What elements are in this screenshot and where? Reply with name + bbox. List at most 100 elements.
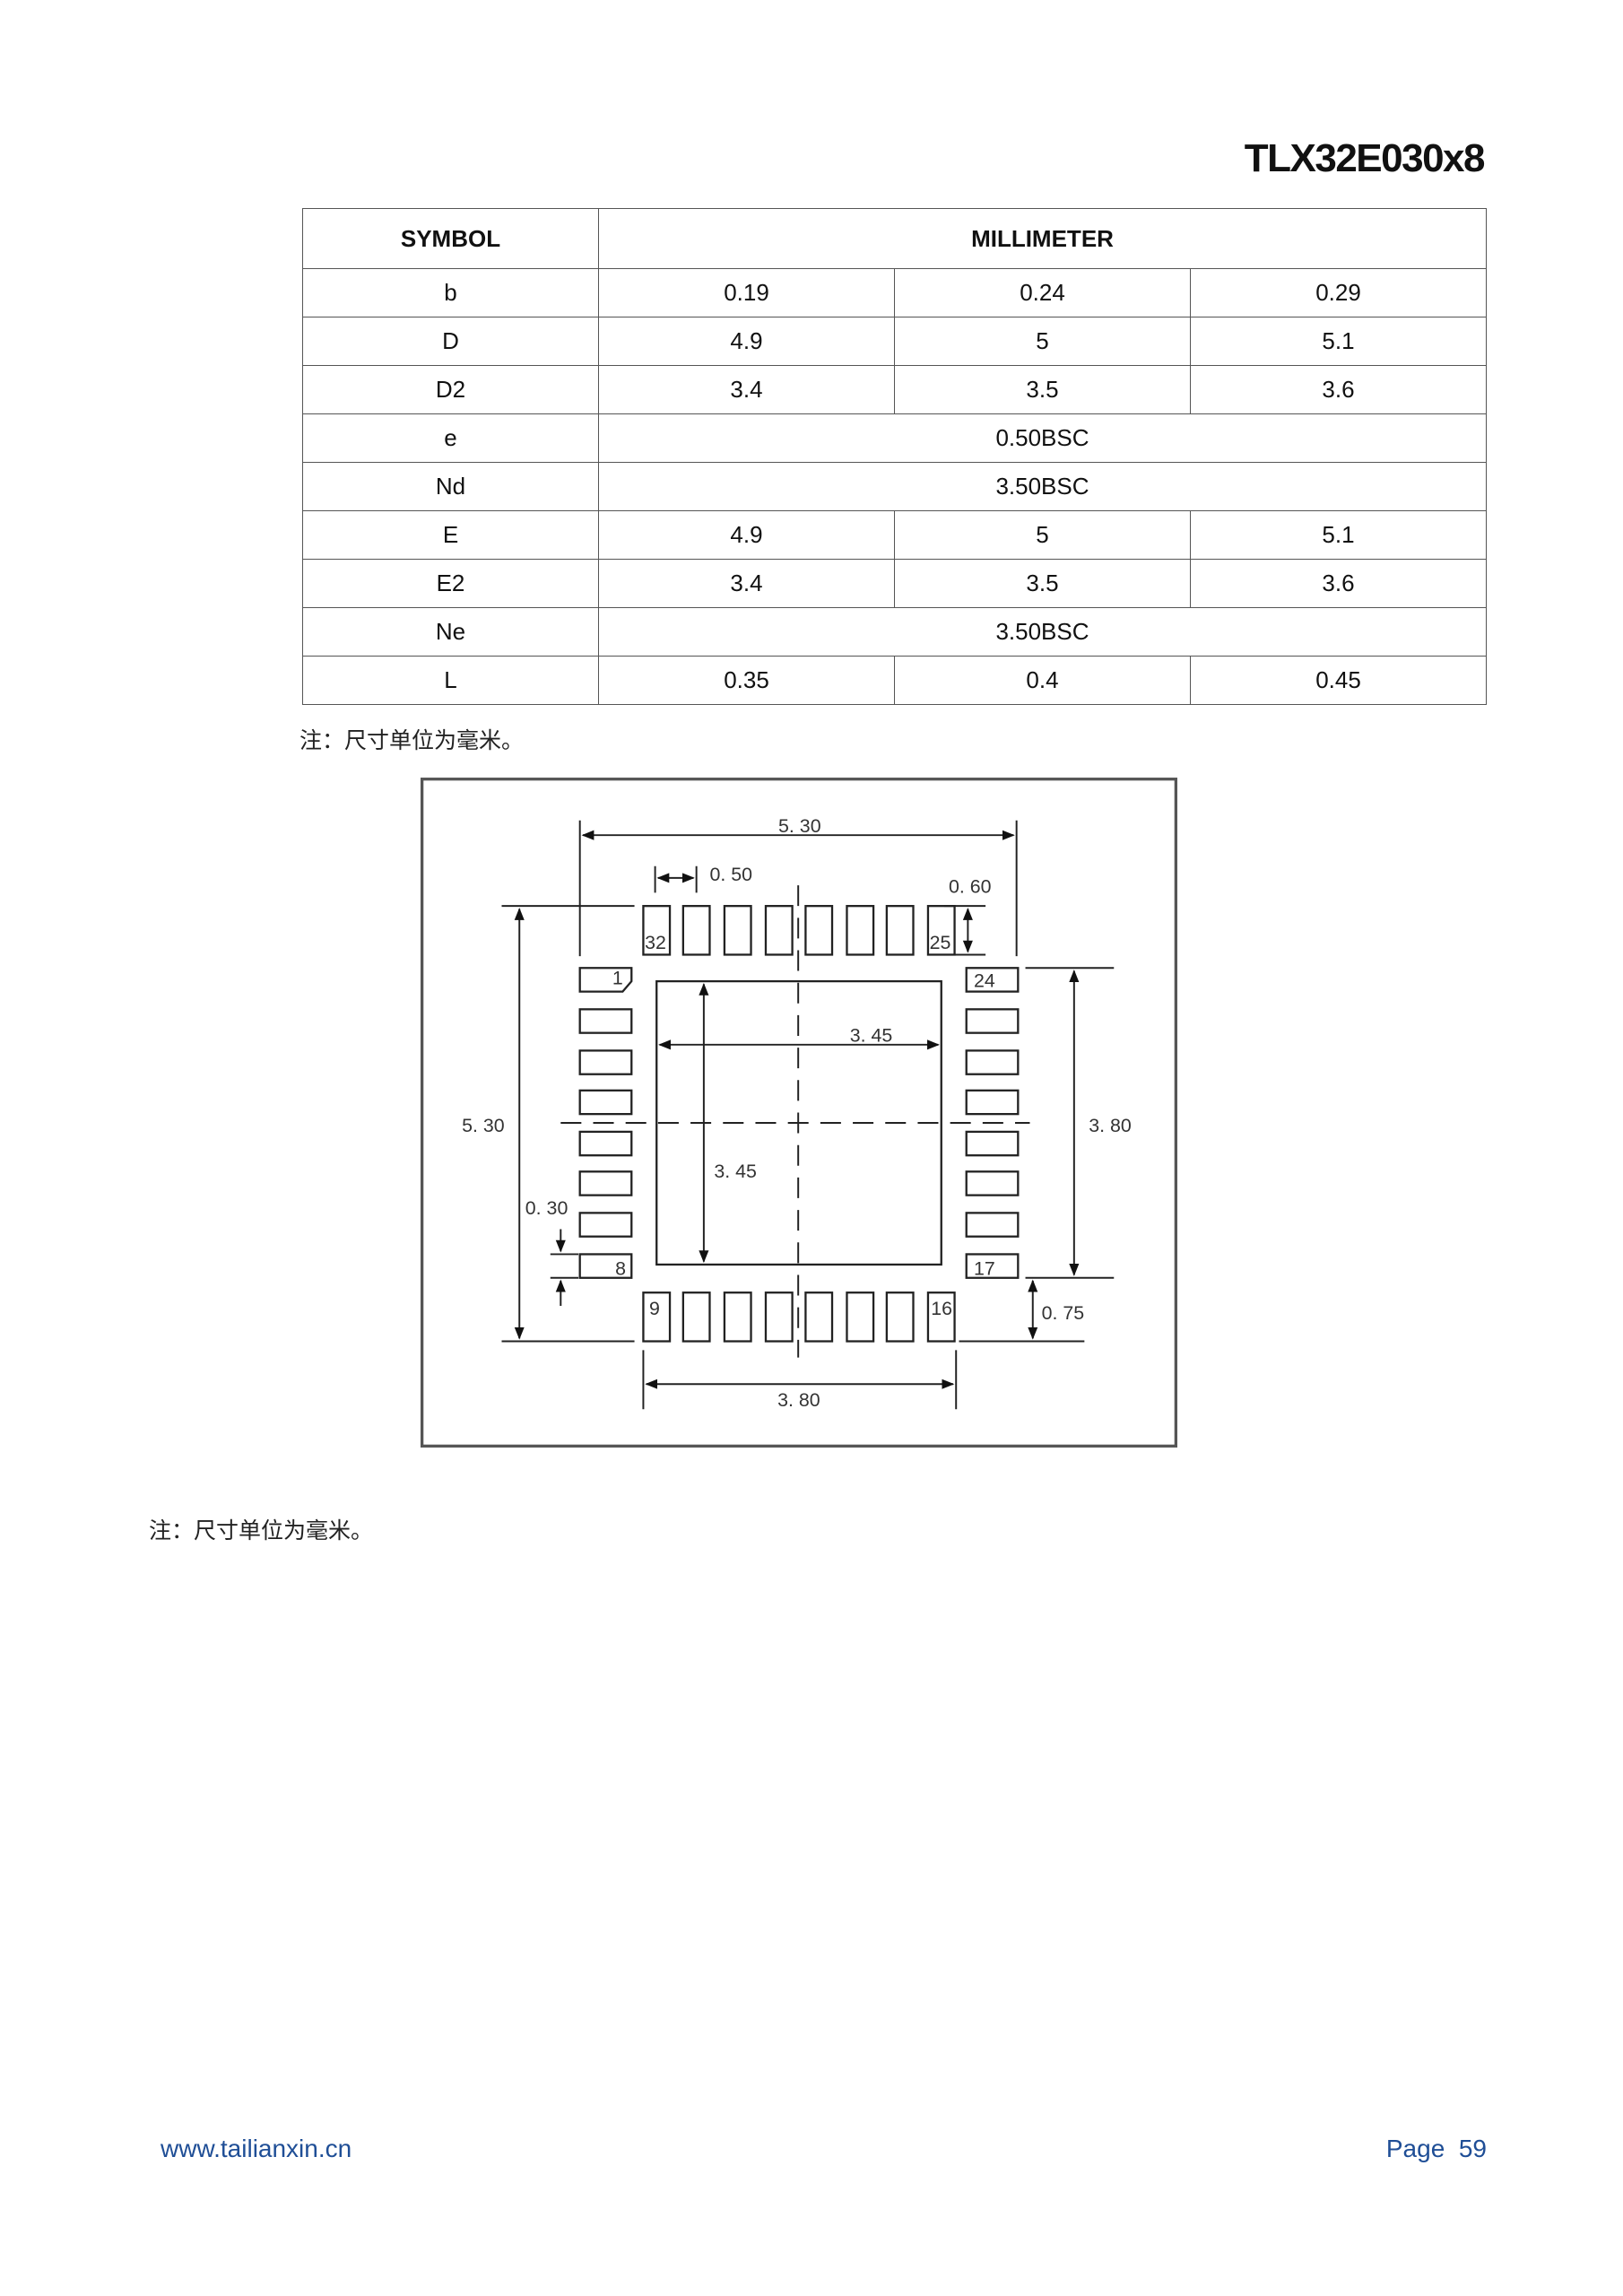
pin-label-24: 24 bbox=[974, 970, 995, 992]
label-pitch: 0. 50 bbox=[709, 864, 752, 885]
value-cell: 0.50BSC bbox=[598, 413, 1487, 463]
pad-right bbox=[965, 1253, 1020, 1279]
pad-bottom bbox=[885, 1292, 915, 1343]
pad-right bbox=[965, 1130, 1020, 1157]
pad-pin1 bbox=[578, 967, 633, 993]
label-left-height: 5. 30 bbox=[462, 1115, 505, 1136]
pad-right bbox=[965, 1170, 1020, 1196]
pin-label-1: 1 bbox=[612, 967, 623, 988]
pad-left bbox=[578, 1089, 633, 1116]
page-number: 59 bbox=[1458, 2135, 1487, 2162]
land-pattern-diagram: 5. 30 0. 50 0. 60 3. 45 3. 45 5. 30 3. 8… bbox=[421, 778, 1177, 1448]
pad-left bbox=[578, 1212, 633, 1238]
exposed-pad bbox=[655, 979, 942, 1266]
value-cell: 0.45 bbox=[1190, 656, 1487, 705]
table-header-row: SYMBOL MILLIMETER bbox=[302, 208, 1487, 269]
pad-top bbox=[926, 905, 956, 956]
document-title: TLX32E030x8 bbox=[1244, 136, 1486, 180]
header-millimeter: MILLIMETER bbox=[598, 208, 1487, 269]
pad-top bbox=[723, 905, 752, 956]
value-cell: 5.1 bbox=[1190, 317, 1487, 366]
diagram-note: 注：尺寸单位为毫米。 bbox=[149, 1518, 374, 1544]
value-cell: 3.6 bbox=[1190, 559, 1487, 608]
value-cell: 3.5 bbox=[894, 559, 1191, 608]
label-offset: 0. 75 bbox=[1042, 1302, 1085, 1324]
value-cell: 0.35 bbox=[598, 656, 895, 705]
pin-label-8: 8 bbox=[615, 1257, 626, 1279]
symbol-cell: L bbox=[302, 656, 599, 705]
pad-top bbox=[804, 905, 834, 956]
value-cell: 5 bbox=[894, 510, 1191, 560]
pad-right bbox=[965, 1089, 1020, 1116]
value-cell: 5 bbox=[894, 317, 1191, 366]
value-cell: 3.6 bbox=[1190, 365, 1487, 414]
pad-right bbox=[965, 967, 1020, 993]
value-cell: 3.5 bbox=[894, 365, 1191, 414]
value-cell: 0.24 bbox=[894, 268, 1191, 317]
label-pad-width: 3. 45 bbox=[850, 1025, 893, 1047]
value-cell: 5.1 bbox=[1190, 510, 1487, 560]
pad-bottom bbox=[723, 1292, 752, 1343]
value-cell: 3.50BSC bbox=[598, 607, 1487, 657]
value-cell: 0.29 bbox=[1190, 268, 1487, 317]
table-note: 注：尺寸单位为毫米。 bbox=[299, 727, 525, 753]
value-cell: 0.4 bbox=[894, 656, 1191, 705]
symbol-cell: Ne bbox=[302, 607, 599, 657]
pad-left bbox=[578, 1253, 633, 1279]
header-symbol: SYMBOL bbox=[302, 208, 599, 269]
label-top-width: 5. 30 bbox=[778, 815, 821, 837]
website-link[interactable]: www.tailianxin.cn bbox=[161, 2135, 352, 2162]
pad-top bbox=[885, 905, 915, 956]
pad-bottom bbox=[764, 1292, 794, 1343]
label-bottom-span: 3. 80 bbox=[777, 1389, 820, 1411]
value-cell: 3.4 bbox=[598, 559, 895, 608]
label-pad-length: 0. 60 bbox=[949, 875, 992, 897]
pad-left bbox=[578, 1049, 633, 1075]
pad-left bbox=[578, 1130, 633, 1157]
pin-label-17: 17 bbox=[974, 1257, 995, 1279]
pad-top bbox=[764, 905, 794, 956]
symbol-cell: D2 bbox=[302, 365, 599, 414]
value-cell: 4.9 bbox=[598, 510, 895, 560]
pad-left bbox=[578, 1170, 633, 1196]
diagram-frame bbox=[421, 778, 1177, 1448]
symbol-cell: D bbox=[302, 317, 599, 366]
value-cell: 0.19 bbox=[598, 268, 895, 317]
pin-label-25: 25 bbox=[930, 932, 951, 953]
value-cell: 3.4 bbox=[598, 365, 895, 414]
symbol-cell: e bbox=[302, 413, 599, 463]
pin-label-32: 32 bbox=[645, 932, 666, 953]
symbol-cell: E2 bbox=[302, 559, 599, 608]
value-cell: 4.9 bbox=[598, 317, 895, 366]
pad-right bbox=[965, 1049, 1020, 1075]
symbol-cell: Nd bbox=[302, 462, 599, 511]
pad-right bbox=[965, 1008, 1020, 1034]
symbol-cell: b bbox=[302, 268, 599, 317]
pin-label-9: 9 bbox=[649, 1298, 660, 1319]
page-label: Page bbox=[1385, 2135, 1445, 2162]
symbol-cell: E bbox=[302, 510, 599, 560]
pad-bottom bbox=[846, 1292, 875, 1343]
pad-left bbox=[578, 1008, 633, 1034]
pad-top bbox=[642, 905, 672, 956]
pad-bottom bbox=[926, 1292, 956, 1343]
pad-bottom bbox=[681, 1292, 711, 1343]
page-indicator: Page 59 bbox=[1386, 2135, 1487, 2163]
pad-top bbox=[681, 905, 711, 956]
label-right-span: 3. 80 bbox=[1089, 1115, 1132, 1136]
label-pad-height: 3. 45 bbox=[714, 1161, 757, 1182]
pad-bottom bbox=[642, 1292, 672, 1343]
label-pad-gap: 0. 30 bbox=[525, 1197, 568, 1219]
pad-top bbox=[846, 905, 875, 956]
value-cell: 3.50BSC bbox=[598, 462, 1487, 511]
